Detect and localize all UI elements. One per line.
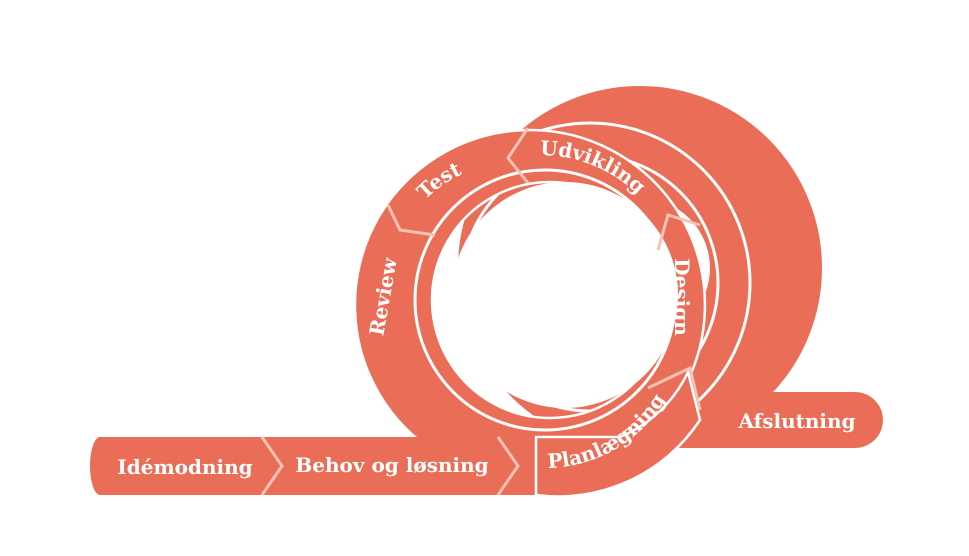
chevron-idemodning-behov bbox=[260, 436, 284, 496]
coil-hole bbox=[452, 182, 678, 408]
bottom-arrow-band bbox=[90, 437, 540, 495]
chevron-udvikling-design bbox=[656, 213, 701, 251]
chevron-review-test bbox=[386, 204, 436, 237]
label-idemodning: Idémodning bbox=[117, 455, 252, 479]
planlaegning-segment bbox=[534, 368, 702, 498]
label-design: Design bbox=[670, 258, 694, 336]
diagram-shapes bbox=[90, 86, 883, 498]
afslutning-tail bbox=[640, 392, 883, 448]
chevron-test-udvikling bbox=[506, 127, 530, 184]
label-afslutning: Afslutning bbox=[737, 409, 855, 433]
chevron-planlaegning-design bbox=[647, 365, 702, 411]
chevron-behov-planlaegning bbox=[496, 436, 520, 496]
label-behov: Behov og løsning bbox=[295, 453, 488, 477]
coil-inner-ring bbox=[413, 168, 677, 432]
